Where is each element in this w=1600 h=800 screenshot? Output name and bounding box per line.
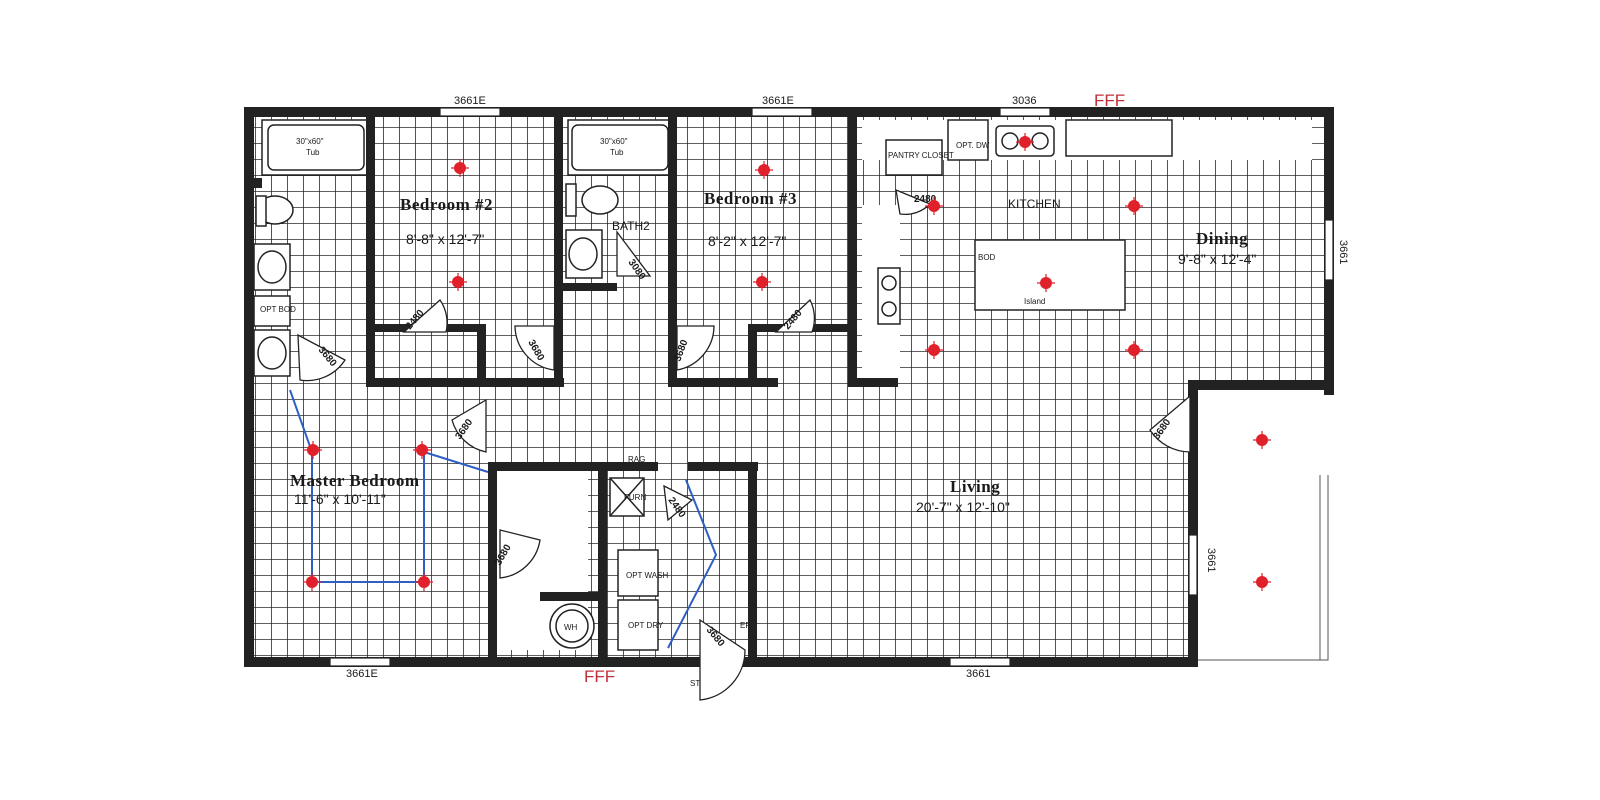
- window-dining: [1324, 219, 1334, 281]
- bath1-fixtures: [253, 124, 365, 377]
- window-label-bed3: 3661E: [762, 95, 794, 107]
- window-bed2: [439, 107, 501, 117]
- marker-cross-dining-2: [1125, 341, 1143, 359]
- marker-cross-kitchen-2: [925, 197, 943, 215]
- window-label-kitchen: 3036: [1012, 95, 1036, 107]
- porch-outline: [1198, 475, 1329, 661]
- fff-mark-bottom: FFF: [584, 667, 615, 686]
- island-bod-label: BOD: [978, 253, 996, 262]
- markers: [303, 133, 1271, 591]
- marker-cross-bedroom2-1: [451, 159, 469, 177]
- window-bed3: [751, 107, 813, 117]
- room-name-bedroom2: Bedroom #2: [400, 195, 493, 214]
- room-size-bedroom3: 8'-2" x 12'-7": [708, 233, 786, 249]
- floor-tiles: [252, 114, 1330, 668]
- door-label-pantry: 2480: [914, 194, 937, 205]
- pantry-label: PANTRY CLOSET: [888, 151, 954, 160]
- utility-fixtures: [549, 477, 659, 651]
- window-living: [949, 657, 1011, 667]
- step-label: ST: [690, 679, 700, 688]
- room-name-bath2: BATH2: [612, 219, 650, 233]
- marker-cross-dining-1: [1037, 274, 1055, 292]
- marker-cross-kitchen-1: [1016, 133, 1034, 151]
- marker-cross-bedroom3-1: [755, 161, 773, 179]
- room-name-master: Master Bedroom: [290, 471, 420, 490]
- room-size-dining: 9'-8" x 12'-4": [1178, 251, 1256, 267]
- marker-cross-master-3: [303, 573, 321, 591]
- window-label-dining: 3661: [1337, 240, 1349, 264]
- opt-dry-label: OPT DRY: [628, 621, 664, 630]
- window-living-right: [1188, 534, 1198, 596]
- tub1-size: 30"x60": [296, 137, 324, 146]
- room-size-master: 11'-6" x 10'-11": [294, 491, 386, 507]
- furn-label: FURN: [624, 493, 646, 502]
- window-label-living: 3661: [966, 668, 990, 680]
- room-name-dining: Dining: [1196, 229, 1248, 248]
- marker-cross-kitchen-3: [1125, 197, 1143, 215]
- opt-bod-label: OPT BOD: [260, 305, 296, 314]
- kitchen-fixtures: [877, 119, 1173, 325]
- tub1-label: Tub: [306, 148, 320, 157]
- window-label-living-right: 3661: [1205, 548, 1217, 572]
- opt-wash-label: OPT WASH: [626, 571, 668, 580]
- room-name-bedroom3: Bedroom #3: [704, 189, 797, 208]
- window-kitchen: [999, 107, 1051, 117]
- marker-cross-living-1: [925, 341, 943, 359]
- marker-cross-master-4: [415, 573, 433, 591]
- room-name-living: Living: [950, 477, 1000, 496]
- ep-label: EP: [740, 621, 751, 630]
- room-name-kitchen: KITCHEN: [1008, 197, 1061, 211]
- tub2-label: Tub: [610, 148, 624, 157]
- dw-label: OPT. DW: [956, 141, 990, 150]
- marker-cross-porch-2: [1253, 573, 1271, 591]
- rag-label: RAG: [628, 455, 645, 464]
- island-label: Island: [1024, 297, 1045, 306]
- window-label-bed2: 3661E: [454, 95, 486, 107]
- door-swings: [297, 188, 1191, 701]
- marker-cross-porch-1: [1253, 431, 1271, 449]
- marker-cross-bedroom3-2: [753, 273, 771, 291]
- marker-cross-master-1: [304, 441, 322, 459]
- route-lines: [289, 389, 718, 649]
- room-size-bedroom2: 8'-8" x 12'-7": [406, 231, 484, 247]
- windows: [329, 107, 1334, 667]
- wh-label: WH: [564, 623, 578, 632]
- marker-cross-bedroom2-2: [449, 273, 467, 291]
- window-label-master: 3661E: [346, 668, 378, 680]
- tub2-size: 30"x60": [600, 137, 628, 146]
- window-master: [329, 657, 391, 667]
- marker-cross-master-2: [413, 441, 431, 459]
- bath2-fixtures: [565, 124, 669, 279]
- room-size-living: 20'-7" x 12'-10": [916, 499, 1010, 515]
- fff-mark-top: FFF: [1094, 91, 1125, 110]
